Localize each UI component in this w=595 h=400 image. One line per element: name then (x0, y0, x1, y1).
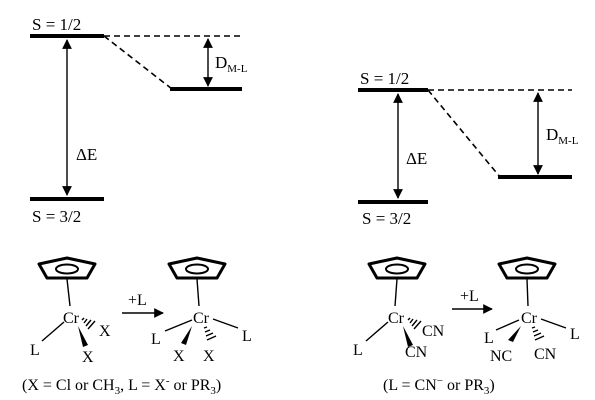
right-reactant: Cr L CN CN (353, 256, 445, 361)
reactant-ligand-x2: X (82, 349, 94, 366)
left-energy-diagram: S = 1/2 DM-L ΔE S = 3/2 (30, 15, 248, 226)
left-product: Cr L L X X (151, 256, 252, 365)
solid-wedge-icon (403, 326, 413, 347)
left-reactant: Cr L X X (30, 256, 111, 366)
reactant-ligand-l: L (30, 342, 40, 359)
product-ligand-x2: X (203, 348, 215, 365)
right-reagent-label: +L (460, 288, 479, 305)
right-lower-level-label: S = 3/2 (362, 209, 411, 228)
product-ligand-l1: L (151, 331, 161, 348)
left-gap-label: ΔE (76, 145, 97, 164)
solid-wedge-icon (508, 326, 521, 342)
cr-l-bond (164, 319, 193, 332)
cr-l-bond (495, 319, 520, 331)
right-descent-line (427, 89, 501, 178)
hashed-wedge-icon (407, 317, 422, 330)
cyclopentadienyl-ring-icon (497, 256, 557, 280)
cp-cr-bond (394, 278, 398, 307)
right-scheme-caption: (L = CN− or PR3) (383, 375, 495, 397)
right-gap-label: ΔE (406, 149, 427, 168)
right-energy-diagram: S = 1/2 DM-L ΔE S = 3/2 (358, 69, 579, 228)
product-ligand-cn: CN (534, 346, 557, 363)
right-reaction-scheme: Cr L CN CN +L Cr L L NC (353, 256, 580, 397)
solid-wedge-icon (78, 326, 88, 347)
hashed-wedge-icon (531, 326, 545, 341)
cyclopentadienyl-ring-icon (37, 256, 97, 280)
cp-cr-bond (66, 278, 71, 307)
cr-l-bond (41, 321, 65, 342)
reactant-ligand-l: L (353, 342, 363, 359)
product-ligand-l2: L (242, 328, 252, 345)
cyclopentadienyl-ring-icon (367, 256, 427, 280)
product-ligand-l1: L (484, 330, 494, 347)
product-ligand-l2: L (570, 326, 580, 343)
cr-l-bond (540, 318, 567, 329)
left-reaction-scheme: Cr L X X +L Cr L L X (22, 256, 252, 397)
product-metal: Cr (521, 310, 538, 327)
product-metal: Cr (193, 310, 210, 327)
hashed-wedge-icon (81, 317, 96, 330)
cp-cr-bond (526, 278, 529, 307)
reactant-metal: Cr (388, 310, 405, 327)
cr-l-bond (212, 318, 239, 329)
cp-cr-bond (196, 278, 200, 307)
cr-l-bond (365, 321, 389, 342)
left-lower-level-label: S = 3/2 (32, 207, 81, 226)
right-upper-level-label: S = 1/2 (360, 69, 409, 88)
reactant-ligand-cn2: CN (405, 344, 428, 361)
product-ligand-x1: X (173, 348, 185, 365)
reactant-metal: Cr (63, 310, 80, 327)
left-reagent-label: +L (128, 292, 147, 309)
product-ligand-nc: NC (490, 348, 512, 365)
reactant-ligand-x1: X (99, 323, 111, 340)
right-product: Cr L L NC CN (484, 256, 580, 365)
left-scheme-caption: (X = Cl or CH3, L = X- or PR3) (22, 375, 221, 397)
solid-wedge-icon (181, 326, 192, 345)
left-descent-line (103, 35, 173, 90)
right-split-label: DM-L (546, 125, 579, 147)
hashed-wedge-icon (203, 326, 217, 341)
left-split-label: DM-L (215, 53, 248, 75)
left-upper-level-label: S = 1/2 (32, 15, 81, 34)
reactant-ligand-cn1: CN (422, 323, 445, 340)
cyclopentadienyl-ring-icon (167, 256, 227, 280)
